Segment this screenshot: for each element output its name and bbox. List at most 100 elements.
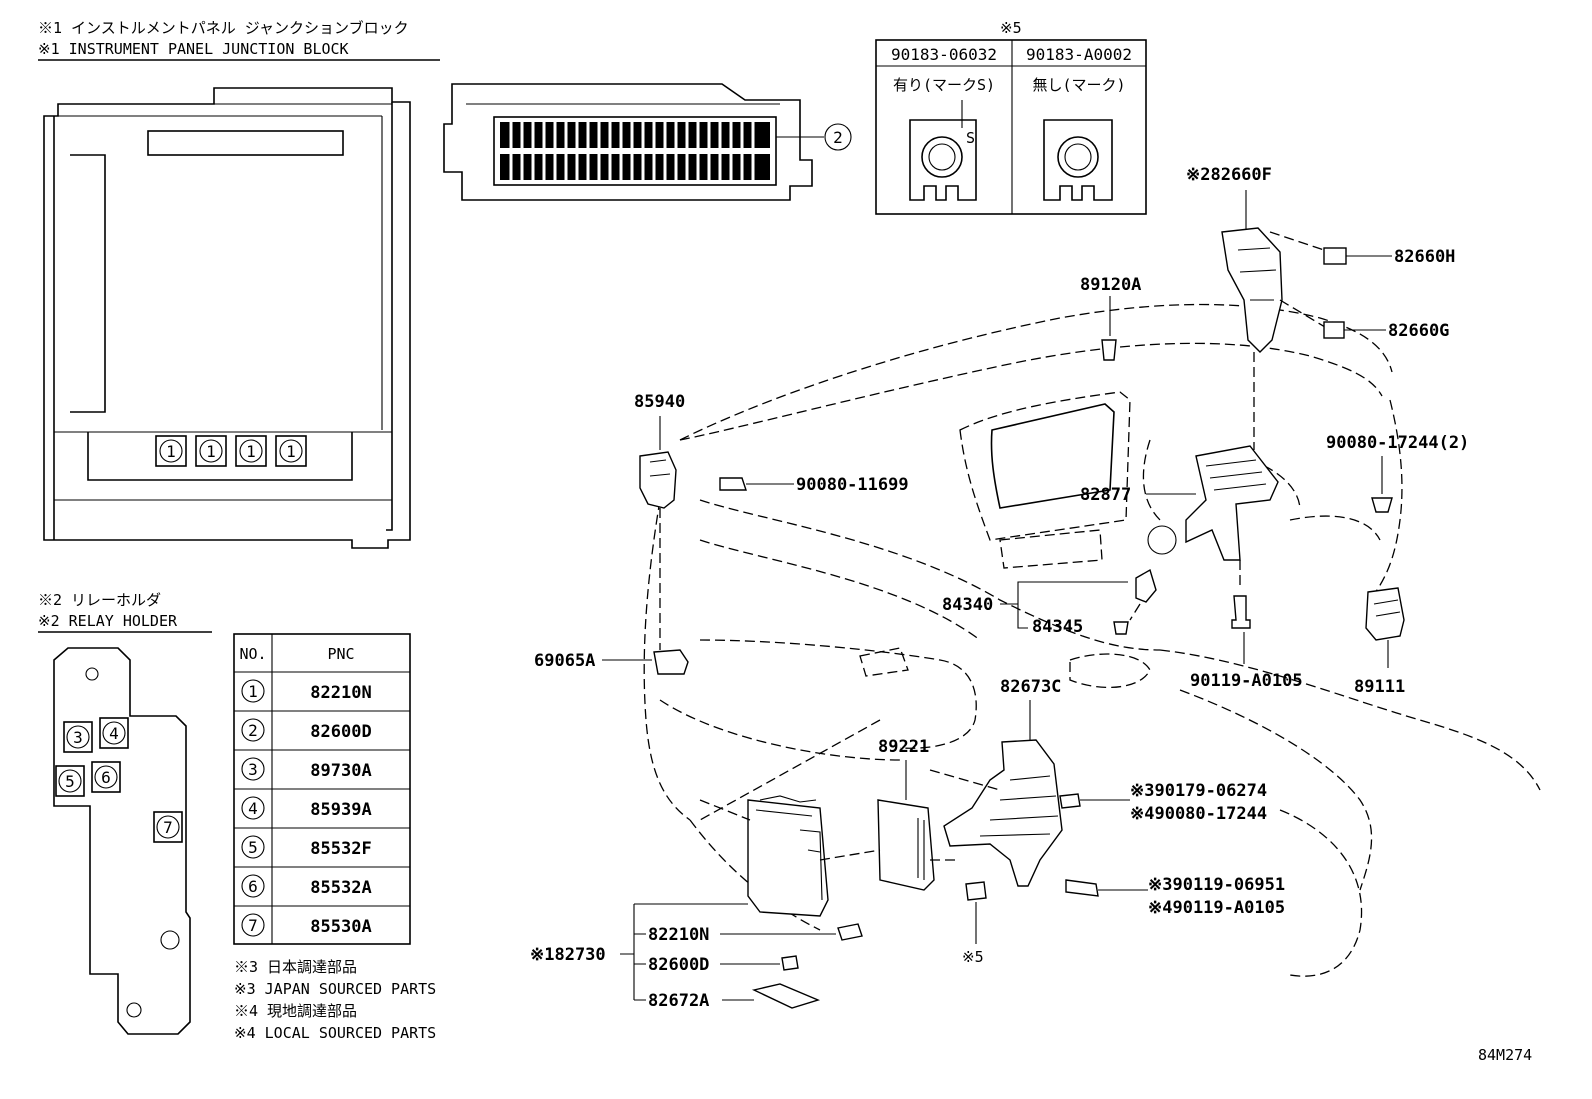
label-82877: 82877 <box>1080 485 1131 505</box>
part-82672A: 82672A <box>648 983 821 1011</box>
pnc-row-no: 1 <box>248 682 258 701</box>
label-82660H: 82660H <box>1394 247 1455 267</box>
junction-block-section: ※1 インストルメントパネル ジャンクションブロック ※1 INSTRUMENT… <box>38 19 852 549</box>
part-82730: ※182730 <box>530 795 836 1001</box>
connector-pins <box>500 122 770 180</box>
pnc-row-no: 4 <box>248 799 258 818</box>
pnc-row-code: 85532F <box>310 839 371 859</box>
section5-col2-part: 90183-A0002 <box>1026 45 1132 64</box>
label-82600D: 82600D <box>648 955 709 975</box>
label-85940: 85940 <box>634 392 685 412</box>
pnc-row-7: 7 85530A <box>241 913 372 937</box>
label-82660F: ※282660F <box>1186 165 1272 185</box>
part-90080-11699: 90080-11699 <box>719 475 909 495</box>
pnc-row-no: 6 <box>248 877 258 896</box>
junction-block-front-drawing: 1 1 1 1 <box>43 87 411 549</box>
note-japan-jp: ※3 日本調達部品 <box>234 958 357 976</box>
relay-position-7: 7 <box>163 818 173 837</box>
part-90119-A0105: 90119-A0105 <box>1190 595 1303 691</box>
relay-holder-title-jp: ※2 リレーホルダ <box>38 591 161 609</box>
label-90119-A0105b: ※490119-A0105 <box>1148 898 1285 918</box>
junction-block-slots: 1 1 1 1 <box>155 435 307 467</box>
nut-without-mark-drawing <box>1043 119 1113 201</box>
section5-col1-part: 90183-06032 <box>891 45 997 64</box>
relay-holder-title-en: ※2 RELAY HOLDER <box>38 612 178 630</box>
part-84340: 84340 <box>942 568 1157 629</box>
part-82660H: 82660H <box>1323 247 1455 267</box>
pnc-row-no: 2 <box>248 721 258 740</box>
label-69065A: 69065A <box>534 651 595 671</box>
label-90080-17244: ※490080-17244 <box>1130 804 1267 824</box>
part-89120A: 89120A <box>1080 275 1141 361</box>
pnc-table-col-no: NO. <box>239 645 266 663</box>
label-89111: 89111 <box>1354 677 1405 697</box>
part-85940: 85940 <box>634 392 685 650</box>
part-82210N: 82210N <box>648 923 863 945</box>
pnc-row-6: 6 85532A <box>241 874 372 898</box>
part-89111: 89111 <box>1354 587 1405 697</box>
slot-marker-1d: 1 <box>286 442 296 461</box>
pnc-table-col-pnc: PNC <box>327 645 354 663</box>
part-nut-note5: ※5 <box>962 881 987 966</box>
part-82600D: 82600D <box>648 955 799 975</box>
slot-marker-1b: 1 <box>206 442 216 461</box>
label-90179-06274: ※390179-06274 <box>1130 781 1267 801</box>
slot-marker-1a: 1 <box>166 442 176 461</box>
section5-col1-desc: 有り(マークS) <box>893 76 995 94</box>
junction-block-title-en: ※1 INSTRUMENT PANEL JUNCTION BLOCK <box>38 40 349 58</box>
part-69065A: 69065A <box>534 649 689 675</box>
section5-col2-desc: 無し(マーク) <box>1032 76 1125 94</box>
label-82730: ※182730 <box>530 945 606 965</box>
note-local-jp: ※4 現地調達部品 <box>234 1002 357 1020</box>
relay-positions: 3 4 5 6 7 <box>55 717 183 843</box>
label-90119-A0105: 90119-A0105 <box>1190 671 1303 691</box>
sourcing-notes: ※3 日本調達部品 ※3 JAPAN SOURCED PARTS ※4 現地調達… <box>234 958 436 1042</box>
nut-mark-s: S <box>966 129 975 147</box>
relay-position-6: 6 <box>101 768 111 787</box>
connector-callout-2: 2 <box>833 128 843 147</box>
label-84340: 84340 <box>942 595 993 615</box>
part-90080-17244-2: 90080-17244(2) <box>1326 433 1469 513</box>
relay-holder-section: ※2 リレーホルダ ※2 RELAY HOLDER 3 4 5 6 7 <box>38 591 212 1035</box>
pnc-row-code: 85939A <box>310 800 371 820</box>
pnc-row-code: 82210N <box>310 683 371 703</box>
part-82877: 82877 <box>1080 445 1279 590</box>
relay-position-4: 4 <box>109 724 119 743</box>
diagram-code: 84M274 <box>1478 1046 1532 1064</box>
pnc-row-code: 82600D <box>310 722 371 742</box>
label-89221: 89221 <box>878 737 929 757</box>
pnc-row-1: 1 82210N <box>241 679 372 703</box>
part-84345: 84345 <box>1032 617 1129 637</box>
note-japan-en: ※3 JAPAN SOURCED PARTS <box>234 980 436 998</box>
junction-block-side-drawing: 2 <box>443 83 852 201</box>
pnc-row-3: 3 89730A <box>241 757 372 781</box>
part-89221: 89221 <box>877 737 935 891</box>
label-84345: 84345 <box>1032 617 1083 637</box>
label-note5: ※5 <box>962 948 984 966</box>
section5-table: ※5 90183-06032 90183-A0002 有り(マークS) 無し(マ… <box>875 19 1147 215</box>
section5-title: ※5 <box>1000 19 1022 37</box>
label-90119-06951: ※390119-06951 <box>1148 875 1285 895</box>
part-82673C: 82673C <box>943 677 1063 887</box>
label-82210N: 82210N <box>648 925 709 945</box>
slot-marker-1c: 1 <box>246 442 256 461</box>
label-90080-17244-2: 90080-17244(2) <box>1326 433 1469 453</box>
pnc-row-code: 89730A <box>310 761 371 781</box>
part-90179-06274: ※390179-06274 ※490080-17244 <box>1059 781 1267 824</box>
label-89120A: 89120A <box>1080 275 1141 295</box>
note-local-en: ※4 LOCAL SOURCED PARTS <box>234 1024 436 1042</box>
pnc-table: NO. PNC 1 82210N 2 82600D 3 89730A 4 859… <box>233 633 411 945</box>
pnc-row-code: 85532A <box>310 878 371 898</box>
junction-block-title-jp: ※1 インストルメントパネル ジャンクションブロック <box>38 19 409 37</box>
nut-with-mark-drawing: S <box>909 100 977 201</box>
label-82672A: 82672A <box>648 991 709 1011</box>
part-82660F: ※282660F <box>1186 165 1331 450</box>
label-90080-11699: 90080-11699 <box>796 475 909 495</box>
relay-position-3: 3 <box>73 728 83 747</box>
pnc-row-5: 5 85532F <box>241 835 372 859</box>
part-90119-06951: ※390119-06951 ※490119-A0105 <box>1065 875 1285 918</box>
pnc-row-no: 3 <box>248 760 258 779</box>
pnc-row-4: 4 85939A <box>241 796 372 820</box>
part-82660G: 82660G <box>1323 321 1449 341</box>
